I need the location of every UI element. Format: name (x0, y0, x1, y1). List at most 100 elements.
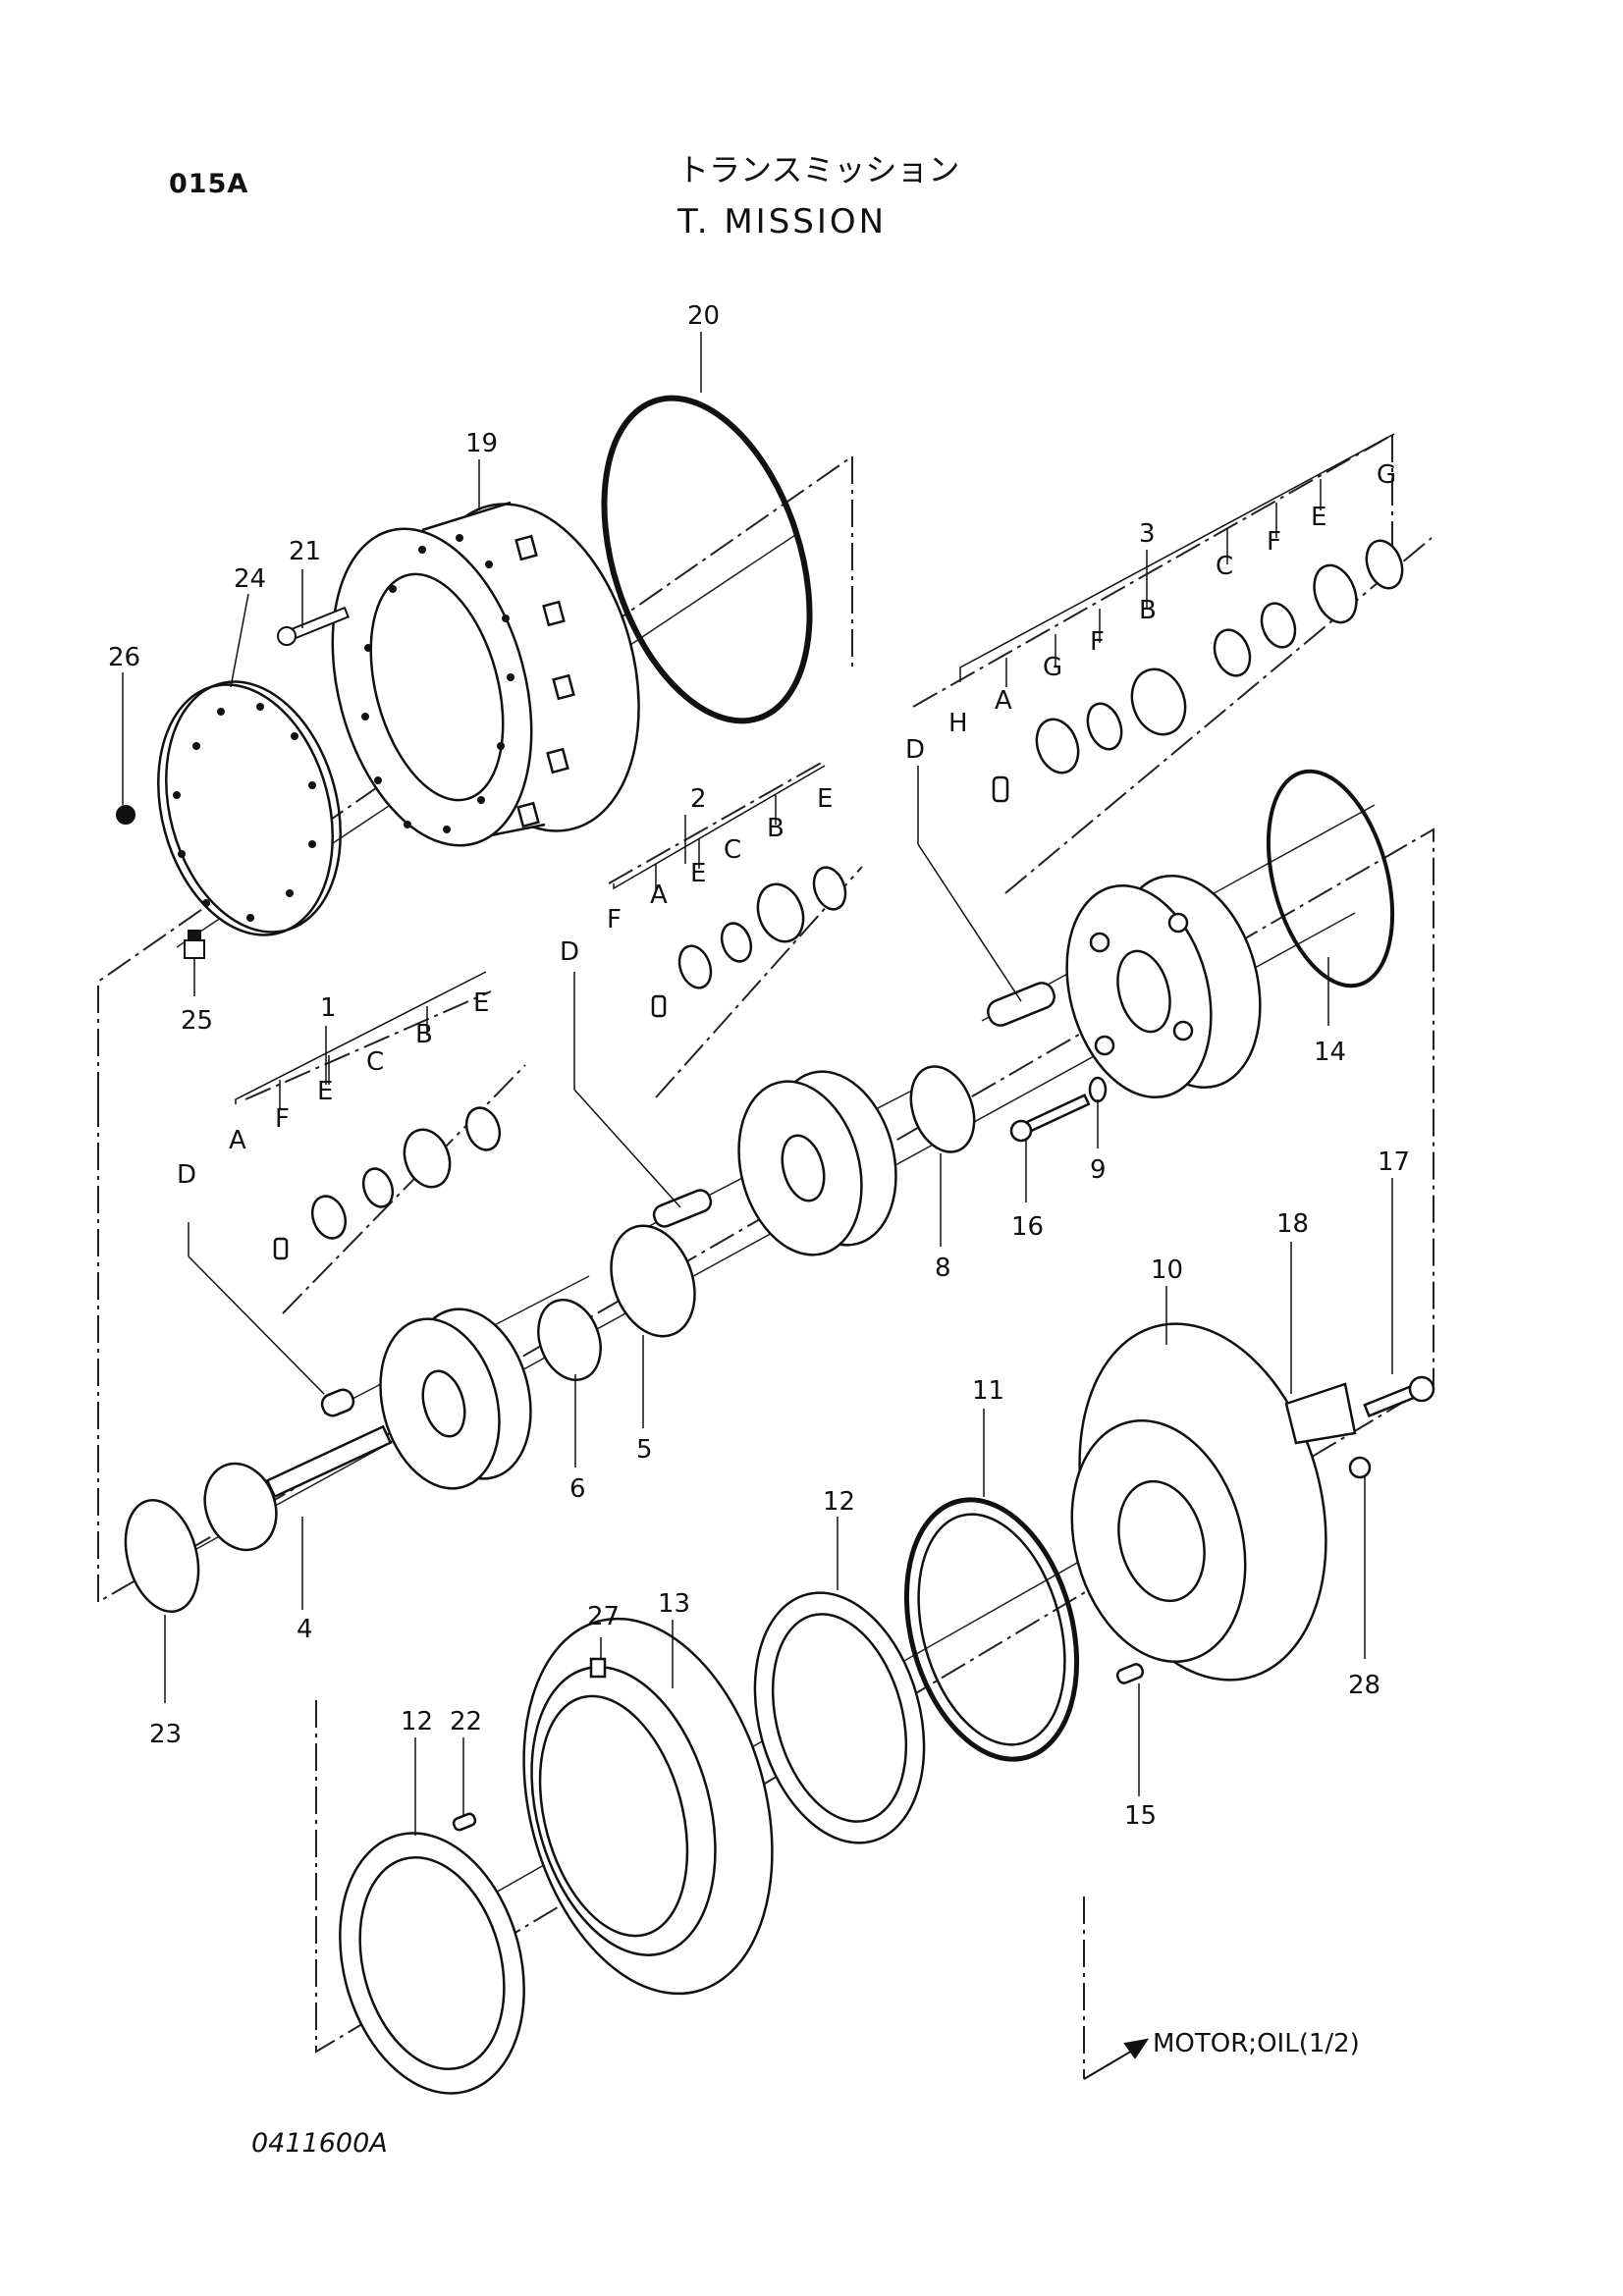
stage1-subgroup-edge (1004, 537, 1433, 894)
pin-D-stage3 (320, 1388, 355, 1417)
bushing-E-stage1 (1313, 563, 1358, 624)
washer-G2-stage1 (1365, 539, 1404, 590)
callout-28: 28 (1348, 1671, 1380, 1700)
callout-21: 21 (289, 537, 321, 566)
washer-E-stage2 (677, 944, 713, 989)
plug-28 (1348, 1456, 1372, 1479)
g1-label-D: D (177, 1160, 196, 1190)
g2-label-E1: E (690, 859, 706, 888)
ring-gear-bolt-holes (361, 534, 514, 833)
carrier-1-bore (1116, 949, 1171, 1034)
upper-fasteners (116, 606, 350, 959)
thrust-ring-5 (610, 1224, 696, 1338)
callout-9: 9 (1090, 1155, 1107, 1185)
oring-20 (601, 395, 813, 724)
pin-A-stage3 (273, 1237, 289, 1260)
pin-H-stage1 (992, 775, 1009, 803)
callout-5: 5 (636, 1435, 653, 1465)
washer-F-stage1 (1086, 702, 1123, 751)
stage2-subgroup-edge (655, 866, 863, 1098)
drawing-number: 0411600A (251, 2128, 388, 2159)
ring-gear-bore (369, 572, 505, 802)
ring-gear-top-edge (421, 501, 512, 532)
callout-26: 26 (108, 643, 140, 672)
g1-label-A: A (229, 1126, 246, 1155)
callout-17: 17 (1378, 1148, 1410, 1177)
bearing-C-stage3 (361, 1167, 395, 1208)
seal-11-inner (917, 1513, 1066, 1746)
motor-oil-reference-note: MOTOR;OIL(1/2) (1153, 2029, 1360, 2058)
stage3-carrier-assembly (124, 1106, 696, 1614)
cover-24-face (157, 683, 334, 936)
g3-label-H: H (948, 709, 968, 738)
thrust-plate-23 (124, 1498, 200, 1614)
g1-label-F: F (275, 1104, 290, 1134)
bolt-16 (1020, 1094, 1091, 1135)
pin-D-stage1 (987, 982, 1055, 1027)
bearing-C-stage1 (1213, 628, 1252, 677)
g3-label-F2: F (1267, 527, 1281, 557)
g2-label-A: A (650, 881, 668, 910)
washer-F-stage3 (310, 1195, 348, 1240)
callout-20: 20 (687, 301, 720, 331)
stage2-outline-edge (608, 760, 826, 884)
g2-label-C: C (724, 835, 741, 865)
g1-label-C: C (366, 1047, 384, 1077)
part-20-oring (601, 395, 813, 724)
g3-label-A: A (995, 686, 1012, 716)
g3-label-C: C (1216, 552, 1233, 581)
g2-label-F: F (607, 905, 622, 934)
title-english: T. MISSION (677, 202, 888, 241)
subcomponent-letters: D A F E C B E D F A E C B E D H A G F B … (177, 460, 1396, 1190)
callout-27: 27 (587, 1602, 620, 1631)
ladder-stage2 (613, 765, 826, 890)
callout-2: 2 (690, 784, 707, 814)
callout-10: 10 (1151, 1255, 1183, 1285)
part-19-ring-gear (331, 501, 640, 847)
bearing-C-stage2 (720, 922, 753, 963)
callout-18: 18 (1276, 1209, 1309, 1239)
leader-lines (122, 332, 1393, 1836)
stage1-carrier-assembly (987, 539, 1404, 1099)
nut-26 (116, 805, 135, 825)
gear-B-stage3 (403, 1128, 452, 1189)
carrier-3-bore (421, 1369, 466, 1438)
callout-24: 24 (234, 564, 266, 594)
housing-13-inner (538, 1694, 689, 1938)
callout-4: 4 (297, 1615, 313, 1644)
carrier-1-holes (1089, 912, 1194, 1056)
pin-15 (1115, 1663, 1145, 1684)
callout-8: 8 (935, 1254, 951, 1283)
page-code: 015A (169, 169, 249, 199)
ring-gear-teeth-notches (514, 534, 575, 828)
stage1-outline-edge (912, 434, 1393, 708)
hub-10-bore (1117, 1479, 1206, 1603)
plug-25-head (188, 930, 201, 941)
shaft-4-gear (203, 1462, 278, 1552)
output-assembly (339, 1322, 1435, 2095)
washer-G-stage1 (1035, 718, 1080, 774)
callout-16: 16 (1011, 1212, 1044, 1242)
center-axes (156, 534, 1376, 1974)
stage3-subgroup-edge (282, 1064, 526, 1314)
g1-label-E1: E (317, 1077, 333, 1106)
stage3-outline-edge (244, 990, 492, 1100)
callout-25: 25 (181, 1006, 213, 1036)
callout-3: 3 (1139, 519, 1156, 549)
stage2-carrier-assembly (651, 866, 1108, 1256)
sun-gear-8 (909, 1065, 976, 1153)
bolt-16-head (1009, 1119, 1033, 1143)
callout-23: 23 (149, 1720, 182, 1749)
callout-6: 6 (569, 1474, 586, 1504)
gear-B-stage2 (756, 882, 805, 943)
washer-F2-stage1 (1260, 602, 1297, 649)
washer-9 (1088, 1076, 1108, 1103)
callout-11: 11 (972, 1376, 1004, 1406)
seal-12-upper-inner (771, 1613, 908, 1823)
cover-24-holes (173, 703, 316, 922)
callout-15: 15 (1124, 1801, 1157, 1831)
pin-F-stage2 (651, 994, 667, 1018)
callout-14: 14 (1314, 1038, 1346, 1067)
g3-label-B: B (1139, 596, 1157, 625)
